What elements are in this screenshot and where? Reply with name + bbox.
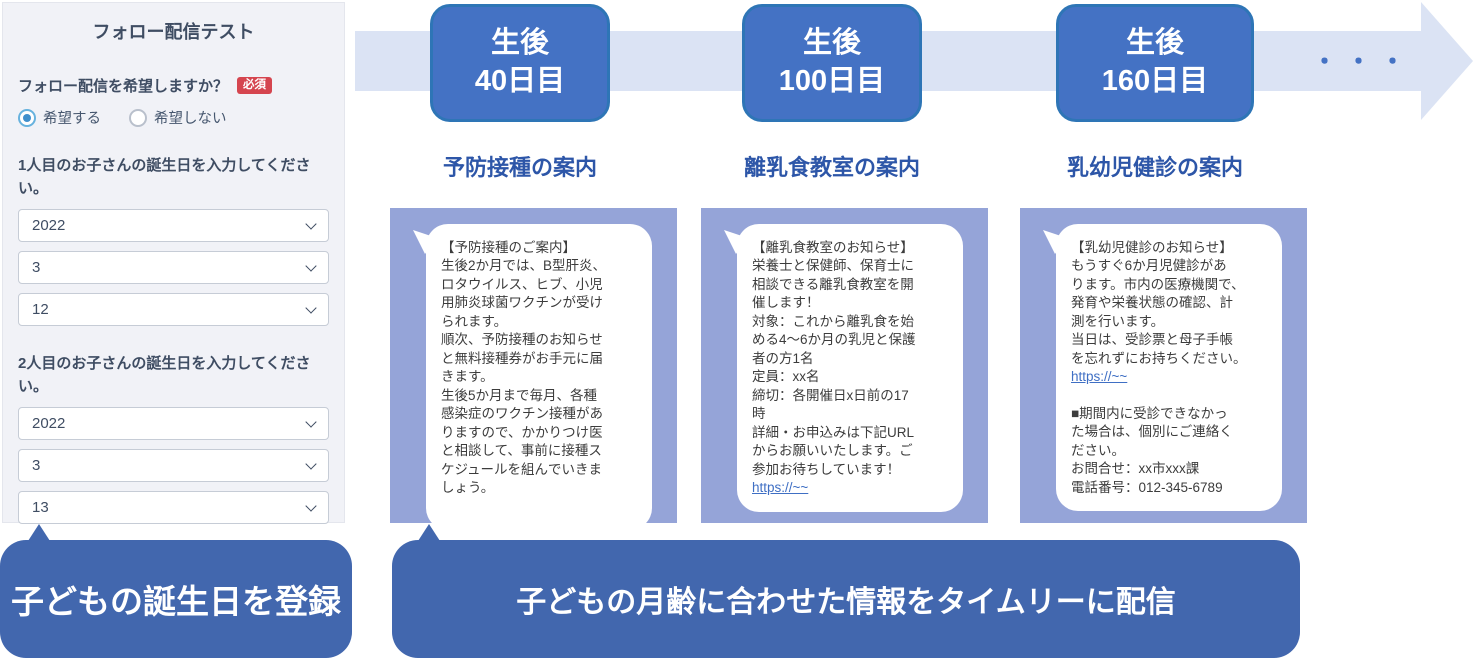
message-link[interactable]: https://~~ (752, 480, 809, 496)
chevron-down-icon (305, 415, 317, 428)
radio-group: 希望する 希望しない (18, 107, 329, 128)
child2-birthday-label: 2人目のお子さんの誕生日を入力してください。 (18, 355, 311, 395)
chevron-down-icon (305, 217, 317, 230)
select-value: 13 (32, 499, 49, 516)
radio-label: 希望しない (154, 111, 227, 127)
message-link[interactable]: https://~~ (1071, 369, 1128, 385)
milestone-box-line2: 40日目 (474, 65, 566, 97)
milestone-box-line2: 160日目 (1101, 65, 1209, 97)
milestone-box-100days: 生後 100日目 (742, 4, 922, 122)
chat-bubble: 【離乳食教室のお知らせ】 栄養士と保健師、保育士に 相談できる離乳食教室を開 催… (724, 224, 963, 512)
timeline-arrowhead-icon (1421, 2, 1473, 120)
child2-day-select[interactable]: 13 (18, 491, 329, 524)
question-row: フォロー配信を希望しますか？ 必須 (18, 75, 329, 96)
milestone-box-160days: 生後 160日目 (1056, 4, 1254, 122)
form-title: フォロー配信テスト (92, 22, 255, 42)
question-label: フォロー配信を希望しますか？ (18, 78, 229, 95)
message-extra: ■期間内に受診できなかっ た場合は、個別にご連絡く ださい。 お問合せ：xx市x… (1071, 405, 1233, 495)
milestone-label-infant-checkup: 乳幼児健診の案内 (1066, 155, 1243, 180)
callout-text: 子どもの誕生日を登録 (11, 583, 341, 620)
select-value: 3 (32, 259, 41, 276)
child2-month-select[interactable]: 3 (18, 449, 329, 482)
radio-selected-icon[interactable] (18, 108, 36, 127)
timeline-ellipsis: ・・・ (1312, 48, 1415, 76)
milestone-box-line1: 生後 (802, 27, 861, 60)
chevron-down-icon (305, 499, 317, 512)
milestone-box-line2: 100日目 (778, 65, 886, 97)
milestone-label-weaning-class: 離乳食教室の案内 (743, 155, 920, 180)
message-panel-vaccination: 【予防接種のご案内】 生後2か月では、B型肝炎、 ロタウイルス、ヒブ、小児 用肺… (390, 208, 677, 531)
select-value: 3 (32, 457, 41, 474)
radio-label: 希望する (43, 111, 101, 127)
chevron-down-icon (305, 259, 317, 272)
child2-year-select[interactable]: 2022 (18, 407, 329, 440)
register-birthday-callout: 子どもの誕生日を登録 (0, 524, 352, 658)
message-body: 【乳幼児健診のお知らせ】 もうすぐ6か月児健診があ ります。市内の医療機関で、 … (1071, 240, 1247, 366)
message-panel-infant-checkup: 【乳幼児健診のお知らせ】 もうすぐ6か月児健診があ ります。市内の医療機関で、 … (1020, 208, 1307, 523)
bubble-tail-icon (1043, 230, 1067, 254)
child1-day-select[interactable]: 12 (18, 293, 329, 326)
callout-text: 子どもの月齢に合わせた情報をタイムリーに配信 (516, 586, 1176, 619)
callout-tail-icon (418, 524, 440, 541)
callout-tail-icon (28, 524, 50, 541)
child1-month-select[interactable]: 3 (18, 251, 329, 284)
bubble-tail-icon (413, 230, 437, 254)
select-value: 2022 (32, 415, 66, 432)
radio-option-kiboushinai[interactable]: 希望しない (129, 107, 227, 128)
message-body: 【予防接種のご案内】 生後2か月では、B型肝炎、 ロタウイルス、ヒブ、小児 用肺… (441, 240, 607, 496)
milestone-box-40days: 生後 40日目 (430, 4, 610, 122)
milestone-box-line1: 生後 (490, 27, 549, 60)
chat-bubble: 【乳幼児健診のお知らせ】 もうすぐ6か月児健診があ ります。市内の医療機関で、 … (1043, 224, 1282, 512)
child1-birthday-label: 1人目のお子さんの誕生日を入力してください。 (18, 157, 311, 197)
select-value: 2022 (32, 217, 66, 234)
radio-unselected-icon[interactable] (129, 108, 147, 127)
follow-form-panel: フォロー配信テスト フォロー配信を希望しますか？ 必須 希望する 希望しない 1… (2, 2, 345, 524)
select-value: 12 (32, 301, 49, 318)
milestone-box-line1: 生後 (1125, 27, 1184, 60)
chevron-down-icon (305, 457, 317, 470)
radio-option-kibousuru[interactable]: 希望する (18, 107, 101, 128)
message-panel-weaning-class: 【離乳食教室のお知らせ】 栄養士と保健師、保育士に 相談できる離乳食教室を開 催… (701, 208, 988, 523)
chat-bubble: 【予防接種のご案内】 生後2か月では、B型肝炎、 ロタウイルス、ヒブ、小児 用肺… (413, 224, 652, 531)
timely-delivery-callout: 子どもの月齢に合わせた情報をタイムリーに配信 (392, 524, 1300, 658)
chevron-down-icon (305, 301, 317, 314)
required-badge: 必須 (237, 76, 273, 95)
milestone-label-vaccination: 予防接種の案内 (442, 155, 597, 180)
bubble-tail-icon (724, 230, 748, 254)
message-body: 【離乳食教室のお知らせ】 栄養士と保健師、保育士に 相談できる離乳食教室を開 催… (752, 240, 916, 477)
child1-year-select[interactable]: 2022 (18, 209, 329, 242)
